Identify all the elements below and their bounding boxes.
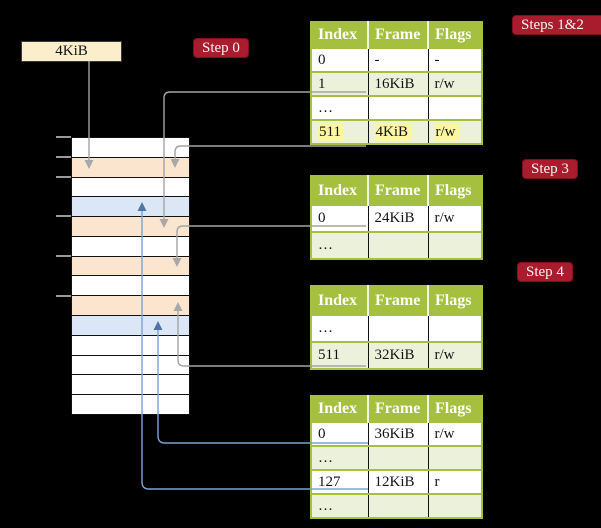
cell-frame: 4KiB — [367, 119, 428, 144]
memory-row — [72, 335, 189, 356]
col-header-flags: Flags — [427, 286, 482, 315]
memory-tick — [56, 255, 71, 257]
col-header-index: Index — [311, 22, 368, 48]
table-header-row: Index Frame Flags — [311, 22, 482, 48]
cell-index: … — [311, 95, 368, 120]
memory-row — [72, 217, 189, 237]
cell-index: … — [311, 445, 368, 470]
table-row-highlighted: 511 4KiB r/w — [311, 119, 482, 144]
badge-steps-1-2: Steps 1&2 — [512, 15, 601, 35]
col-header-frame: Frame — [367, 286, 428, 315]
cell-index: 511 — [311, 341, 368, 369]
page-table-last-level: Index Frame Flags 0 36KiB r/w … 127 12Ki… — [310, 395, 483, 519]
memory-tick — [56, 176, 71, 178]
cell-frame — [367, 493, 428, 518]
cell-frame: - — [367, 47, 428, 72]
cell-frame: 32KiB — [367, 341, 428, 369]
table-header-row: Index Frame Flags — [311, 176, 482, 205]
arrow-4kib-to-memory — [174, 145, 366, 159]
table-row: … — [311, 493, 482, 518]
table-header-row: Index Frame Flags — [311, 396, 482, 422]
memory-row — [72, 316, 189, 336]
memory-row — [72, 138, 189, 158]
cell-frame — [367, 445, 428, 470]
cell-frame — [367, 95, 428, 120]
memory-row — [72, 296, 189, 317]
table-header-row: Index Frame Flags — [311, 286, 482, 315]
cell-frame — [367, 231, 428, 259]
memory-row — [72, 276, 189, 297]
memory-row — [72, 355, 189, 376]
cell-frame: 36KiB — [367, 421, 428, 446]
cell-index: 0 — [311, 204, 368, 232]
cell-flags: - — [427, 47, 482, 72]
memory-tick — [56, 136, 71, 138]
cell-index: 0 — [311, 421, 368, 446]
cell-index: 127 — [311, 469, 368, 494]
memory-tick — [56, 156, 71, 158]
cell-flags: r/w — [427, 204, 482, 232]
col-header-index: Index — [311, 396, 368, 422]
cell-frame — [367, 314, 428, 342]
memory-row — [72, 256, 189, 277]
table-row: 0 36KiB r/w — [311, 421, 482, 446]
table-row: 0 - - — [311, 47, 482, 72]
col-header-flags: Flags — [427, 176, 482, 205]
page-size-box: 4KiB — [21, 41, 122, 62]
cell-index: … — [311, 314, 368, 342]
badge-step-3: Step 3 — [522, 159, 578, 179]
cell-flags — [427, 314, 482, 342]
cell-flags — [427, 231, 482, 259]
table-row: … — [311, 445, 482, 470]
memory-row — [72, 197, 189, 218]
memory-row — [72, 375, 189, 396]
cell-frame: 12KiB — [367, 469, 428, 494]
memory-tick — [56, 215, 71, 217]
col-header-flags: Flags — [427, 22, 482, 48]
col-header-frame: Frame — [367, 176, 428, 205]
cell-flags: r — [427, 469, 482, 494]
badge-step-0: Step 0 — [193, 38, 249, 58]
badge-step-4: Step 4 — [517, 262, 573, 282]
col-header-frame: Frame — [367, 396, 428, 422]
cell-frame: 16KiB — [367, 71, 428, 96]
cell-flags — [427, 95, 482, 120]
table-row: … — [311, 314, 482, 342]
page-table-step-3: Index Frame Flags 0 24KiB r/w … — [310, 175, 483, 260]
memory-row — [72, 157, 189, 178]
col-header-index: Index — [311, 286, 368, 315]
table-row: 511 32KiB r/w — [311, 341, 482, 369]
col-header-flags: Flags — [427, 396, 482, 422]
highlight-text: r/w — [434, 123, 459, 141]
table-row: … — [311, 95, 482, 120]
cell-frame: 24KiB — [367, 204, 428, 232]
cell-flags: r/w — [427, 341, 482, 369]
page-table-step-4: Index Frame Flags … 511 32KiB r/w — [310, 285, 483, 370]
memory-row — [72, 177, 189, 198]
cell-index: 1 — [311, 71, 368, 96]
table-row: 127 12KiB r — [311, 469, 482, 494]
cell-index: … — [311, 493, 368, 518]
highlight-text: 511 — [318, 123, 344, 141]
cell-flags: r/w — [427, 421, 482, 446]
highlight-text: 4KiB — [374, 123, 412, 141]
physical-memory-column — [71, 137, 190, 415]
cell-flags: r/w — [427, 119, 482, 144]
memory-tick — [56, 295, 71, 297]
page-table-steps-1-2: Index Frame Flags 0 - - 1 16KiB r/w … 51… — [310, 21, 483, 145]
col-header-index: Index — [311, 176, 368, 205]
cell-flags: r/w — [427, 71, 482, 96]
cell-flags — [427, 445, 482, 470]
memory-row — [72, 395, 189, 414]
col-header-frame: Frame — [367, 22, 428, 48]
cell-index: … — [311, 231, 368, 259]
table-row: 0 24KiB r/w — [311, 204, 482, 232]
table-row: … — [311, 231, 482, 259]
table-row: 1 16KiB r/w — [311, 71, 482, 96]
cell-index: 0 — [311, 47, 368, 72]
memory-row — [72, 236, 189, 257]
cell-index: 511 — [311, 119, 368, 144]
cell-flags — [427, 493, 482, 518]
